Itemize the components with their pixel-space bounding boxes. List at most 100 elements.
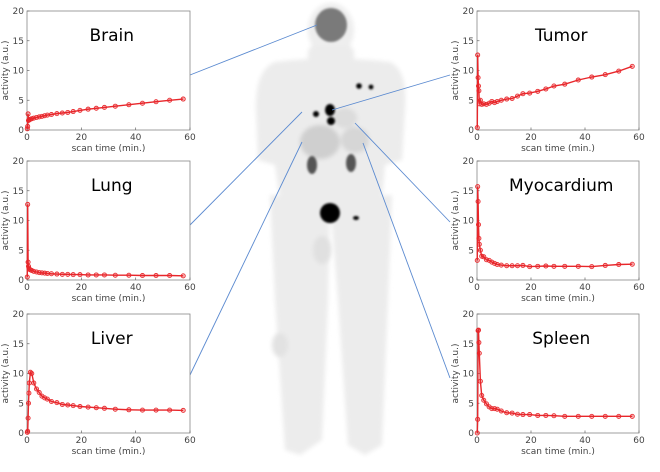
data-point	[54, 400, 60, 406]
x-tick-label: 20	[76, 133, 88, 143]
data-point	[543, 263, 549, 269]
data-point	[139, 407, 145, 413]
chart-title: Liver	[91, 329, 133, 349]
y-tick-label: 20	[13, 310, 25, 320]
x-tick-label: 0	[24, 436, 30, 446]
x-tick-label: 0	[474, 283, 480, 293]
x-tick-label: 20	[525, 283, 537, 293]
connector-line	[189, 111, 303, 226]
data-point	[112, 103, 118, 109]
y-tick-label: 15	[13, 187, 24, 197]
y-axis-label: activity (a.u.)	[451, 344, 461, 404]
y-axis-label: activity (a.u.)	[1, 344, 11, 404]
data-point	[629, 413, 635, 419]
y-tick-label: 20	[463, 7, 475, 17]
data-point	[492, 100, 498, 106]
data-point	[616, 68, 622, 74]
plot-area	[476, 160, 640, 281]
data-point	[101, 272, 107, 278]
data-point	[474, 430, 480, 436]
data-point	[85, 106, 91, 112]
y-tick-label: 0	[468, 276, 474, 286]
x-tick-label: 60	[633, 133, 645, 143]
data-point	[602, 72, 608, 78]
x-tick-label: 60	[633, 436, 645, 446]
data-point	[34, 386, 40, 392]
data-point	[153, 99, 159, 105]
chart-title: Lung	[91, 176, 133, 196]
data-point	[629, 261, 635, 267]
data-point	[54, 271, 60, 277]
x-axis-label: scan time (min.)	[521, 294, 595, 304]
x-axis-label: scan time (min.)	[72, 294, 146, 304]
chart-title: Spleen	[532, 329, 590, 349]
data-point	[551, 83, 557, 89]
data-point	[551, 413, 557, 419]
x-axis-label: scan time (min.)	[521, 144, 595, 154]
data-point	[101, 104, 107, 110]
data-point	[562, 263, 568, 269]
data-point	[167, 97, 173, 103]
x-tick-label: 0	[474, 133, 480, 143]
data-point	[25, 111, 31, 117]
data-point	[616, 262, 622, 268]
x-tick-label: 40	[579, 133, 591, 143]
data-point	[48, 112, 54, 118]
y-tick-label: 10	[463, 67, 475, 77]
connector-lines	[189, 24, 451, 379]
data-point	[25, 400, 31, 406]
data-point	[93, 405, 99, 411]
y-tick-label: 0	[18, 429, 24, 439]
y-tick-label: 10	[463, 217, 475, 227]
y-tick-label: 5	[468, 246, 474, 256]
x-tick-label: 0	[24, 133, 30, 143]
data-point	[616, 413, 622, 419]
connector-line	[362, 142, 451, 379]
x-axis-label: scan time (min.)	[521, 447, 595, 457]
chart-title: Myocardium	[509, 176, 613, 196]
data-point	[475, 222, 481, 228]
y-tick-label: 20	[13, 7, 25, 17]
data-point	[492, 260, 498, 266]
data-point	[139, 100, 145, 106]
data-point	[589, 413, 595, 419]
data-point	[475, 75, 481, 81]
data-point	[25, 428, 31, 434]
data-point	[70, 403, 76, 409]
data-point	[70, 109, 76, 115]
chart-title: Tumor	[534, 26, 588, 46]
data-point	[167, 273, 173, 279]
data-point	[476, 88, 482, 94]
data-point	[85, 272, 91, 278]
data-point	[77, 404, 83, 410]
data-point	[126, 407, 132, 413]
data-point	[25, 259, 31, 265]
data-point	[477, 97, 483, 103]
data-point	[180, 96, 186, 102]
data-point	[476, 241, 482, 247]
data-point	[543, 412, 549, 418]
plot-area	[26, 160, 191, 281]
data-point	[515, 263, 521, 269]
x-tick-label: 60	[184, 436, 196, 446]
series-line	[476, 327, 633, 434]
chart-title: Brain	[89, 26, 134, 46]
data-point	[551, 263, 557, 269]
tumor-uptake	[325, 104, 335, 116]
data-point	[139, 273, 145, 279]
data-point	[504, 410, 510, 416]
data-point	[77, 272, 83, 278]
data-point	[527, 264, 533, 270]
y-tick-label: 10	[463, 370, 475, 380]
data-point	[44, 396, 50, 402]
y-tick-label: 0	[468, 126, 474, 136]
data-point	[509, 410, 515, 416]
data-point	[504, 263, 510, 269]
data-point	[535, 412, 541, 418]
x-tick-label: 20	[76, 436, 88, 446]
data-point	[153, 273, 159, 279]
connector-line	[354, 122, 451, 223]
